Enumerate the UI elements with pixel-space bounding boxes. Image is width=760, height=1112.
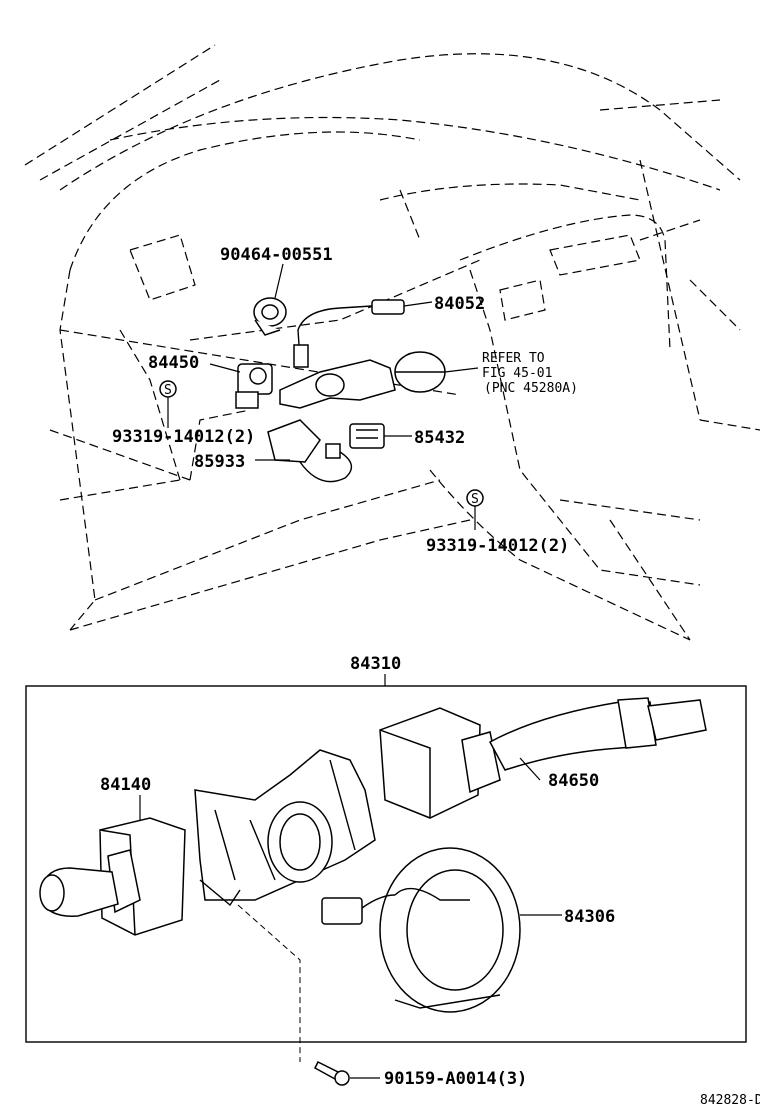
screw-symbol-text: S xyxy=(164,383,172,398)
label-84650: 84650 xyxy=(548,771,599,791)
label-84450: 84450 xyxy=(148,353,199,373)
label-93319-14012-left: 93319-14012(2) xyxy=(112,427,255,447)
label-84140: 84140 xyxy=(100,775,151,795)
spiral-cable-part xyxy=(321,847,521,1013)
screw-symbol-left: S xyxy=(159,380,177,398)
label-84052: 84052 xyxy=(434,294,485,314)
dashboard-outline xyxy=(24,44,760,641)
assembly-label-84310: 84310 xyxy=(350,654,401,674)
clamp-part xyxy=(253,297,287,336)
refer-note-line2: FIG 45-01 xyxy=(482,366,552,381)
label-84306: 84306 xyxy=(564,907,615,927)
sensor-part xyxy=(235,363,273,409)
headlight-switch-part xyxy=(379,697,707,819)
wiper-switch-part xyxy=(39,817,186,936)
column-assembly-part xyxy=(279,351,446,409)
screw-symbol-text: S xyxy=(471,492,479,507)
label-85933: 85933 xyxy=(194,452,245,472)
sensor-wire-part xyxy=(267,419,353,483)
drawing-code: 842828-D xyxy=(700,1093,760,1108)
label-85432: 85432 xyxy=(414,428,465,448)
upper-leader-lines xyxy=(167,263,479,530)
label-90159-A0014: 90159-A0014(3) xyxy=(384,1069,527,1089)
label-90464-00551: 90464-00551 xyxy=(220,245,333,265)
screw-symbol-right: S xyxy=(466,489,484,507)
connector-part xyxy=(349,423,385,449)
lower-leader-lines xyxy=(139,757,562,1079)
refer-note-line3: (PNC 45280A) xyxy=(484,381,578,396)
refer-note-line1: REFER TO xyxy=(482,351,545,366)
screw-90159-part xyxy=(237,904,350,1086)
label-93319-14012-right: 93319-14012(2) xyxy=(426,536,569,556)
switch-body-part xyxy=(194,749,376,907)
wire-harness-part xyxy=(293,299,405,368)
assembly-frame xyxy=(25,685,747,1043)
